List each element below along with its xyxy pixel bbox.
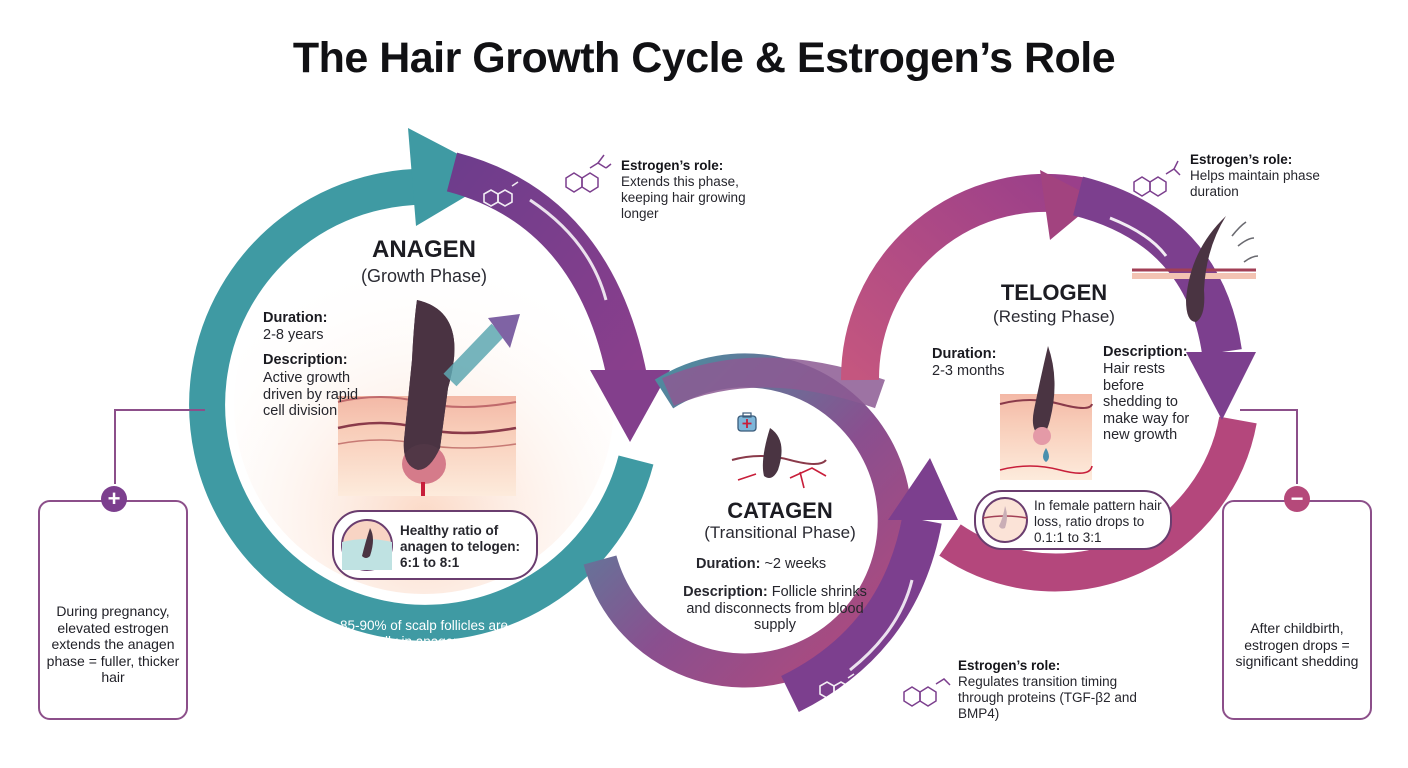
catagen-estrogen-text: Regulates transition timing through prot… (958, 674, 1137, 721)
anagen-estrogen-callout: Estrogen’s role: Extends this phase, kee… (621, 158, 781, 222)
anagen-ring (189, 168, 654, 641)
estrogen-molecule-icon-4 (819, 673, 855, 699)
catagen-ring-upper (662, 357, 885, 409)
catagen-duration: Duration: ~2 weeks (696, 556, 866, 573)
telogen-duration-label: Duration: (932, 346, 997, 362)
telogen-top-arrow (1072, 176, 1242, 356)
anagen-to-catagen-arrow-head (590, 370, 670, 442)
pregnancy-text: During pregnancy, elevated estrogen exte… (46, 603, 180, 685)
anagen-duration-value: 2-8 years (263, 327, 324, 343)
catagen-follicle-illustration (731, 412, 827, 489)
estrogen-molecule-icon-1 (565, 154, 612, 193)
telogen-top-arrow-head (1186, 352, 1256, 420)
telogen-follicle-illustration (999, 346, 1093, 480)
estrogen-molecule-icon-5 (903, 678, 951, 707)
pregnancy-box (38, 500, 188, 720)
telogen-ratio-text: In female pattern hair loss, ratio drops… (1034, 498, 1162, 545)
shedding-hair-illustration (1132, 216, 1259, 322)
anagen-follicle-illustration (337, 300, 520, 496)
anagen-duration-label: Duration: (263, 310, 328, 326)
telogen-estrogen-text: Helps maintain phase duration (1190, 168, 1320, 199)
estrogen-molecule-icon-3 (1133, 160, 1181, 197)
pregnancy-connector (114, 409, 205, 484)
anagen-subtitle: (Growth Phase) (360, 266, 488, 286)
plus-badge-icon: + (101, 486, 127, 512)
telogen-subtitle: (Resting Phase) (993, 307, 1115, 326)
telogen-arrow-head (1040, 170, 1098, 240)
anagen-to-catagen-arrow (446, 152, 648, 386)
catagen-estrogen-callout: Estrogen’s role: Regulates transition ti… (958, 658, 1138, 722)
catagen-description: Description: Follicle shrinks and discon… (670, 584, 880, 634)
telogen-estrogen-callout: Estrogen’s role: Helps maintain phase du… (1190, 152, 1330, 200)
catagen-description-label: Description: (683, 584, 768, 600)
catagen-duration-label: Duration: (696, 556, 761, 572)
postpartum-box (1222, 500, 1372, 720)
telogen-top-highlight (1109, 216, 1168, 257)
anagen-description-label: Description: (263, 352, 348, 368)
minus-badge-icon: − (1284, 486, 1310, 512)
catagen-to-telogen-arrow (780, 516, 942, 712)
anagen-estrogen-text: Extends this phase, keeping hair growing… (621, 174, 746, 221)
telogen-estrogen-label: Estrogen’s role: (1190, 152, 1293, 167)
catagen-to-telogen-arrow-head (888, 458, 958, 520)
telogen-title: TELOGEN (1000, 280, 1108, 305)
catagen-estrogen-label: Estrogen’s role: (958, 658, 1061, 673)
anagen-follicle-note: 85-90% of scalp follicles are normally i… (339, 618, 509, 649)
postpartum-connector (1240, 409, 1298, 484)
catagen-to-telogen-highlight (849, 579, 914, 672)
telogen-description-label: Description: (1103, 344, 1188, 360)
catagen-title: CATAGEN (727, 498, 833, 523)
anagen-ratio-text: Healthy ratio of anagen to telogen: 6:1 … (400, 523, 521, 570)
anagen-to-catagen-highlight (529, 198, 608, 301)
ratio-follicle-icon (982, 497, 1028, 543)
telogen-ring-lower (939, 416, 1257, 592)
estrogen-molecule-icon-2 (483, 181, 519, 207)
catagen-subtitle: (Transitional Phase) (704, 523, 856, 542)
telogen-description-text: Hair rests before shedding to make way f… (1103, 361, 1190, 443)
ratio-follicle-icon (341, 519, 393, 571)
anagen-ratio-pill: Healthy ratio of anagen to telogen: 6:1 … (332, 510, 538, 580)
anagen-description-text: Active growth driven by rapid cell divis… (263, 370, 359, 419)
anagen-estrogen-label: Estrogen’s role: (621, 158, 724, 173)
postpartum-text: After childbirth, estrogen drops = signi… (1235, 620, 1359, 669)
telogen-ring (840, 173, 1084, 381)
page-title: The Hair Growth Cycle & Estrogen’s Role (292, 34, 1116, 82)
catagen-duration-value: ~2 weeks (764, 556, 827, 572)
telogen-duration-value: 2-3 months (932, 363, 1005, 379)
catagen-description-text: Follicle shrinks and disconnects from bl… (686, 584, 867, 633)
telogen-ratio-pill: In female pattern hair loss, ratio drops… (974, 490, 1172, 550)
anagen-title: ANAGEN (371, 236, 476, 263)
